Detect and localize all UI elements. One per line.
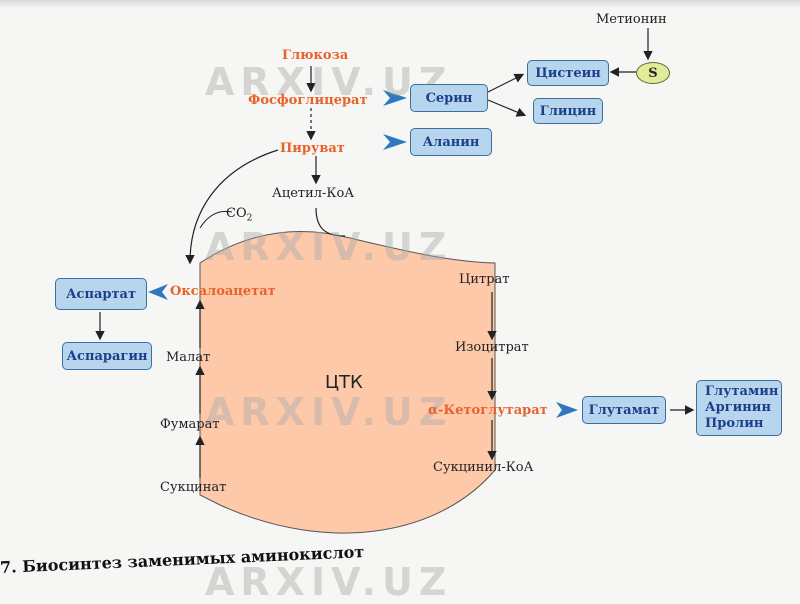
fumarate-label: Фумарат [160, 417, 220, 432]
glycine-box: Глицин [533, 98, 603, 124]
scan-edge [0, 0, 800, 8]
acetyl-coa-label: Ацетил-КоА [272, 186, 355, 201]
tca-cycle-shape [199, 230, 496, 534]
methionine-label: Метионин [596, 12, 667, 27]
aspartate-box: Аспартат [55, 278, 147, 310]
chevron-pyruvate-alanine [383, 134, 407, 150]
glutamine-arginine-proline-box: Глутамин Аргинин Пролин [696, 380, 782, 436]
tca-cycle-title: ЦТК [325, 372, 363, 393]
phosphoglycerate-label: Фосфоглицерат [248, 93, 368, 108]
chevron-pgl-serine [383, 90, 407, 106]
arrow-pyruvate-oxaloacetate [185, 149, 279, 265]
co2-label: CO2 [226, 206, 253, 224]
arrow-acetyl-cycle [315, 207, 346, 237]
oxaloacetate-label: Оксалоацетат [170, 284, 276, 299]
arrow-serine-glycine [487, 99, 527, 117]
proline-label: Пролин [705, 416, 764, 431]
watermark: ARXIV.UZ [205, 560, 453, 604]
alanine-box: Аланин [410, 128, 492, 156]
glutamate-box: Глутамат [582, 396, 666, 424]
watermark: ARXIV.UZ [205, 390, 453, 434]
watermark: ARXIV.UZ [205, 60, 453, 104]
pyruvate-label: Пируват [280, 141, 345, 156]
sulfur-node: S [636, 62, 670, 84]
malate-label: Малат [166, 350, 211, 365]
chevron-akg-glutamate [556, 402, 578, 418]
chevron-oxaloacetate-aspartate [148, 284, 168, 300]
asparagine-box: Аспарагин [62, 342, 152, 370]
cysteine-box: Цистеин [527, 60, 609, 86]
arginine-label: Аргинин [705, 400, 771, 415]
alpha-ketoglutarate-label: α-Кетоглутарат [428, 403, 548, 418]
isocitrate-label: Изоцитрат [455, 340, 529, 355]
succinate-label: Сукцинат [160, 480, 227, 495]
glucose-label: Глюкоза [282, 48, 349, 63]
glutamine-label: Глутамин [705, 384, 779, 399]
citrate-label: Цитрат [459, 272, 510, 287]
serine-box: Серин [410, 84, 488, 112]
arrow-serine-cysteine [487, 73, 525, 93]
succinyl-coa-label: Сукцинил-КоА [433, 460, 534, 475]
watermark: ARXIV.UZ [205, 225, 453, 269]
co2-bracket [199, 210, 233, 229]
